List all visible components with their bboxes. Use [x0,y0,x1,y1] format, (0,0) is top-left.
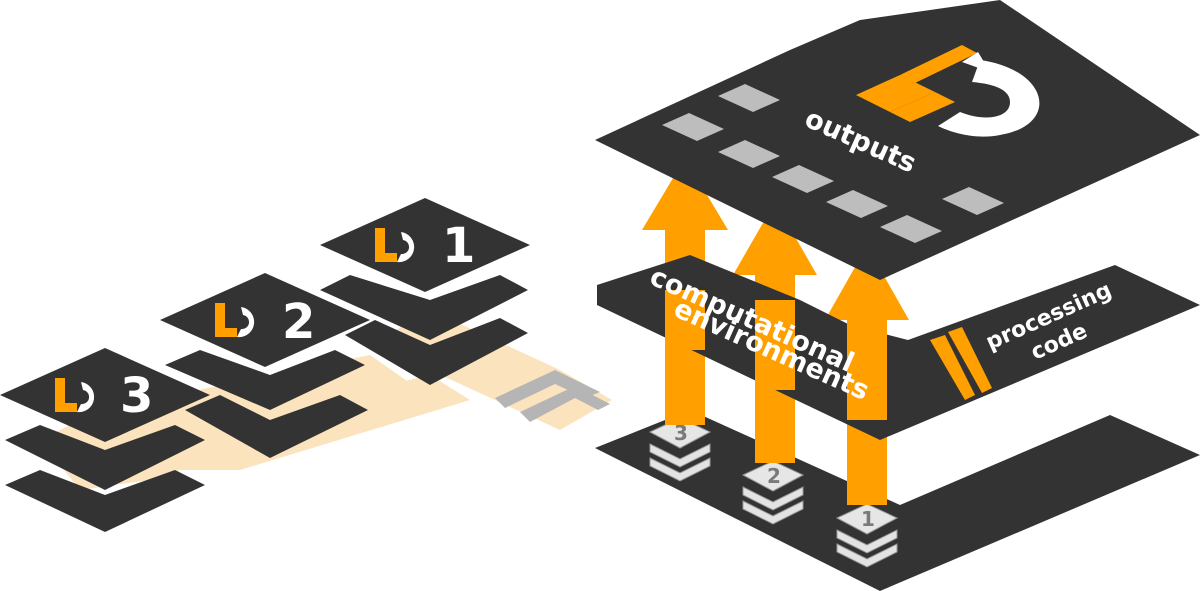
dataset-2-number: 2 [282,294,315,350]
band-chevron-icon [495,370,600,408]
input-plate: 3 2 1 [595,410,1200,591]
stack-1: 1 [835,503,899,568]
code-chevron-icon [930,335,975,400]
stack-2: 2 [741,460,805,525]
datalad-logo-icon [215,303,255,338]
dataset-3: 3 [0,348,210,532]
dataset-1: 1 [320,198,530,385]
outputs-plate: outputs [595,0,1200,280]
dataset-1-number: 1 [442,218,475,274]
stack-1-number: 1 [861,507,875,531]
dataset-3-number: 3 [120,368,153,424]
stack-3-number: 3 [674,421,688,445]
datalad-logo-icon [55,378,95,413]
datalad-logo-icon [375,228,415,263]
datalad-logo-icon [856,45,1040,137]
dataset-2: 2 [160,273,370,458]
output-tiles [662,84,1004,243]
stack-2-number: 2 [767,464,781,488]
